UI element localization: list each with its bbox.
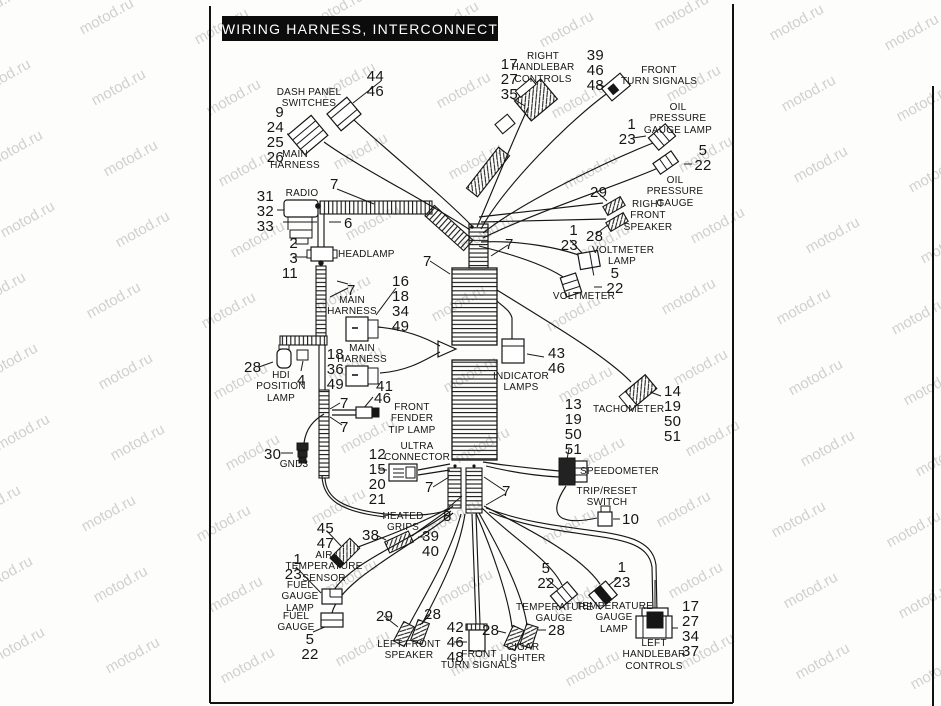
wires (303, 91, 659, 628)
left-handlebar-controls-connector (635, 580, 673, 639)
fuel-gauge-lamp-connector (321, 588, 343, 605)
harness-trunk (437, 223, 498, 514)
radio-unit (283, 199, 321, 245)
main-harness-mid-connector-2 (345, 365, 379, 387)
indicator-lamps-connector (501, 338, 525, 364)
temperature-gauge-connector (549, 580, 579, 610)
harness-arrow (437, 340, 458, 358)
page-frame (209, 4, 934, 706)
headlamp-connector (306, 246, 338, 266)
tachometer-connector (618, 373, 658, 412)
oil-pressure-gauge-lamp-connector (647, 122, 677, 152)
voltmeter-connector (559, 272, 583, 298)
dash-panel-switches-connector (326, 96, 362, 132)
oil-pressure-gauge-connector (652, 150, 680, 176)
front-turn-signals-top-connector (600, 72, 632, 102)
front-fender-tip-lamp-connector (355, 406, 380, 419)
speedometer-connector (558, 457, 588, 486)
right-front-speaker-connector-b (605, 211, 629, 233)
cigar-lighter-connector-b (519, 622, 539, 650)
cigar-lighter-connector-a (503, 624, 525, 652)
left-front-speaker-connector-a (392, 620, 416, 648)
hdi-position-lamp (276, 344, 309, 369)
right-front-speaker-connector-a (602, 195, 626, 217)
heated-grips-connector (383, 530, 415, 554)
air-temperature-sensor-connector (329, 537, 361, 569)
right-handlebar-controls-connector (513, 77, 559, 122)
front-turn-signals-bottom-connector (465, 623, 488, 652)
temperature-gauge-lamp-connector (587, 580, 619, 610)
gnd3-symbol (296, 442, 309, 464)
main-harness-top-connector (287, 114, 329, 156)
fuel-gauge-connector (320, 612, 344, 628)
left-front-speaker-connector-b (409, 618, 431, 646)
trip-reset-switch-connector (597, 505, 613, 527)
voltmeter-lamp-connector (577, 249, 601, 276)
harness-inline-connector (494, 113, 516, 135)
main-harness-mid-connector-1 (345, 316, 379, 342)
components (276, 72, 680, 652)
page-title: WIRING HARNESS, INTERCONNECT (222, 16, 498, 41)
ultra-connector-symbol (388, 463, 418, 482)
